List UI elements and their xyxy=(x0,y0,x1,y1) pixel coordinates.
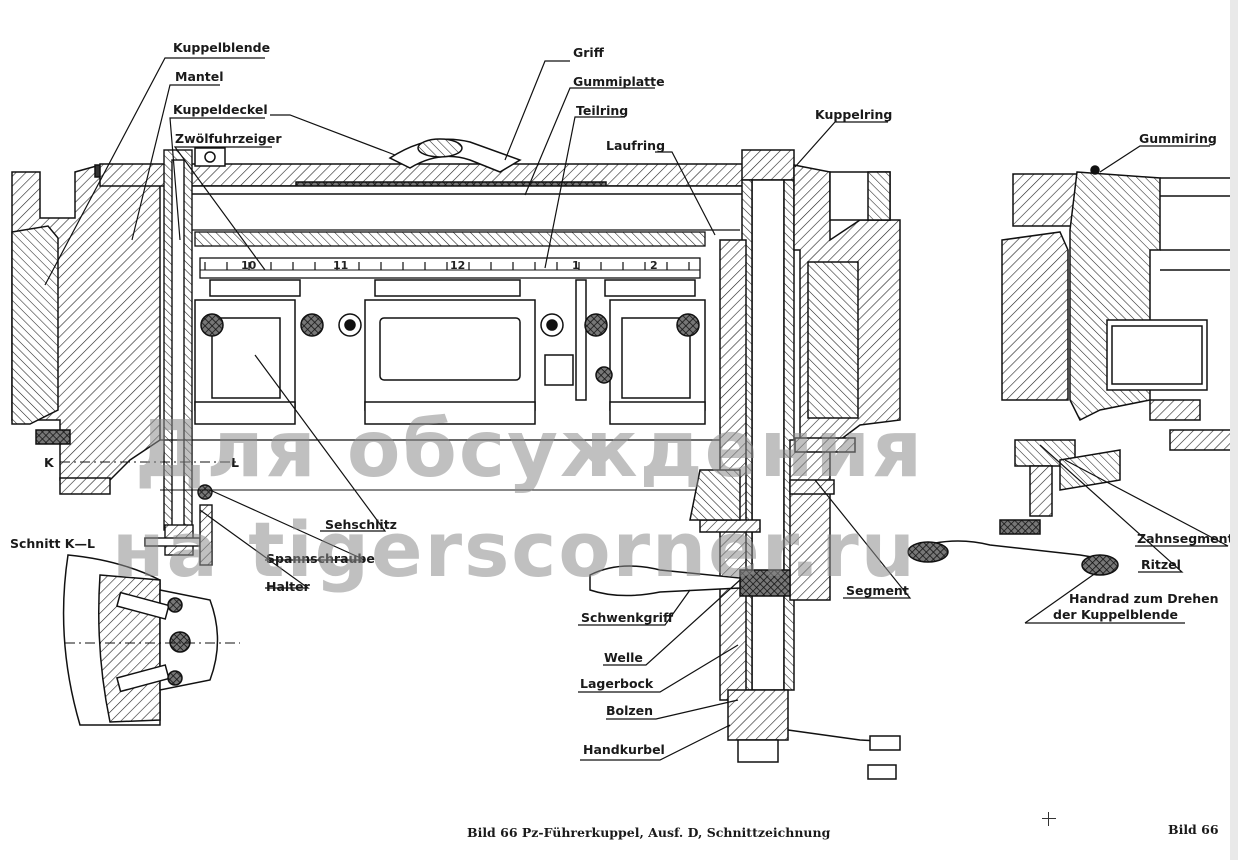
left-rod xyxy=(144,149,213,566)
label-spannschraube: Spannschraube xyxy=(266,551,375,566)
scale-number: 1 xyxy=(572,259,580,272)
label-griff: Griff xyxy=(573,45,604,60)
label-teilring: Teilring xyxy=(576,103,629,118)
scale-number: 12 xyxy=(450,259,466,272)
label-l: L xyxy=(231,455,239,470)
label-lagerbock: Lagerbock xyxy=(580,676,654,691)
figure-number: Bild 66 xyxy=(1168,822,1219,837)
leader-lines xyxy=(44,57,1229,761)
knobs xyxy=(200,313,700,384)
label-k: K xyxy=(44,455,54,470)
label-handkurbel: Handkurbel xyxy=(583,742,665,757)
label-sehschlitz: Sehschlitz xyxy=(325,517,397,532)
label-kuppeldeckel: Kuppeldeckel xyxy=(173,102,268,117)
label-bolzen: Bolzen xyxy=(606,703,654,718)
periscope-blocks xyxy=(160,279,740,491)
scale-number: 10 xyxy=(241,259,257,272)
left-wall xyxy=(11,164,161,495)
label-segment: Segment xyxy=(846,583,909,598)
label-welle: Welle xyxy=(604,650,643,665)
watermark-line1: Для обсуждения xyxy=(135,405,925,495)
right-section xyxy=(907,165,1233,576)
label-ritzel: Ritzel xyxy=(1141,557,1181,572)
label-zahnsegment: Zahnsegment xyxy=(1137,531,1234,546)
label-kuppelring: Kuppelring xyxy=(815,107,893,122)
label-schnitt: Schnitt K—L xyxy=(10,536,95,551)
label-handrad-line2: der Kuppelblende xyxy=(1053,607,1178,622)
label-mantel: Mantel xyxy=(175,69,224,84)
label-gummiplatte: Gummiplatte xyxy=(573,74,665,89)
label-laufring: Laufring xyxy=(606,138,666,153)
scale-number: 11 xyxy=(333,259,349,272)
page-edge xyxy=(1230,0,1238,860)
label-kuppelblende: Kuppelblende xyxy=(173,40,271,55)
crosshair-cursor-icon xyxy=(1042,812,1056,826)
scale-ring xyxy=(194,231,706,279)
label-gummiring: Gummiring xyxy=(1139,131,1217,146)
label-zwoelfuhrzeiger: Zwölfuhrzeiger xyxy=(175,131,282,146)
section-inset xyxy=(60,461,240,726)
figure-caption: Bild 66 Pz-Führerkuppel, Ausf. D, Schnit… xyxy=(467,825,831,840)
label-halter: Halter xyxy=(266,579,310,594)
watermark-line2: на tigerscorner.ru xyxy=(112,505,917,594)
scale-number: 2 xyxy=(650,259,658,272)
label-handrad-line1: Handrad zum Drehen xyxy=(1069,591,1219,606)
label-schwenkgriff: Schwenkgriff xyxy=(581,610,674,625)
center-shaft xyxy=(589,149,901,780)
right-wall xyxy=(789,164,901,495)
